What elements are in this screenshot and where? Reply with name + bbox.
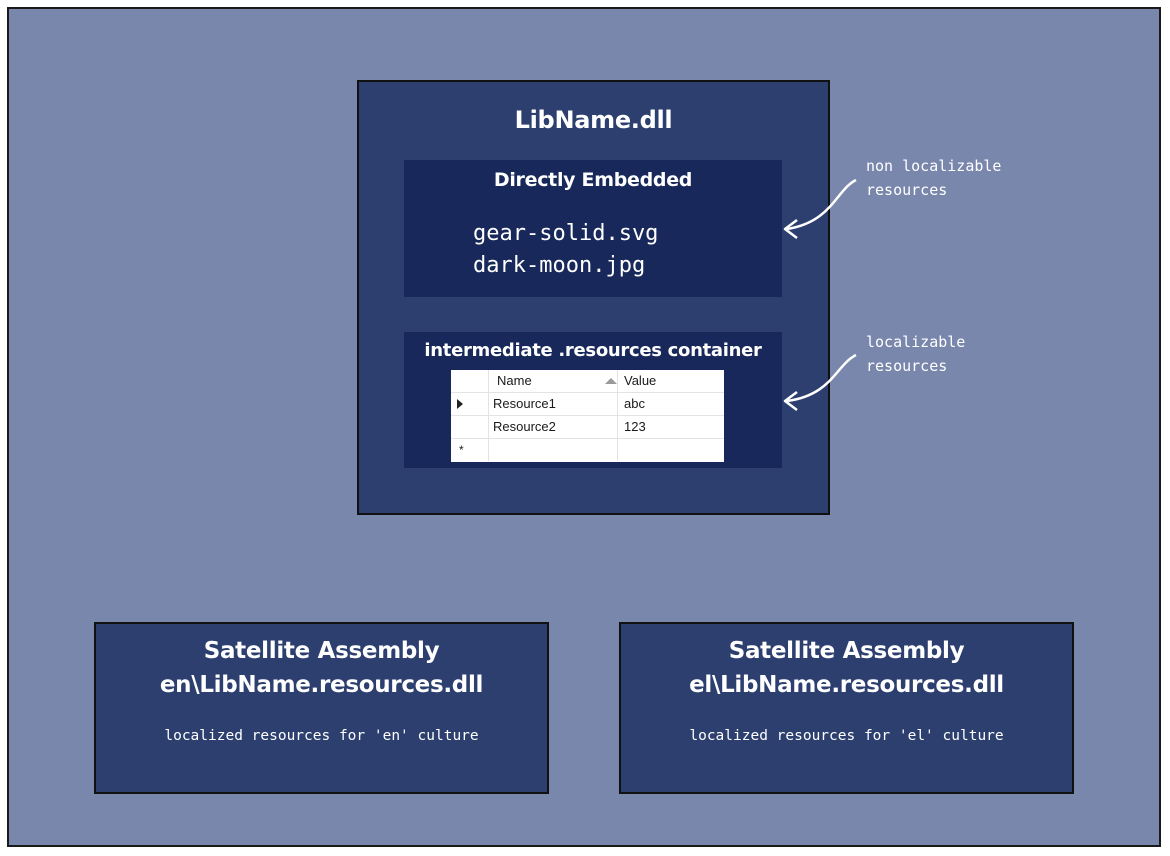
satellite-assembly-en: Satellite Assembly en\LibName.resources.… [94, 622, 549, 794]
localizable-note: localizable resources [866, 333, 966, 375]
resource-name-cell[interactable]: Resource2 [489, 416, 618, 438]
embedded-file-list: gear-solid.svg dark-moon.jpg [473, 218, 658, 282]
new-name-cell[interactable] [489, 439, 618, 461]
embedded-file: gear-solid.svg [473, 221, 659, 246]
resource-name-cell[interactable]: Resource1 [489, 393, 618, 415]
row-header-cell [451, 370, 489, 392]
resource-value-cell[interactable]: abc [624, 396, 645, 411]
new-row-asterisk-icon: * [459, 443, 464, 457]
resources-container-box: intermediate .resources container Name V… [404, 332, 782, 468]
row-header-cell [451, 416, 489, 438]
column-header-name[interactable]: Name [489, 370, 618, 392]
resource-grid: Name Value Resource1 abc Resource2 123 * [451, 370, 724, 462]
satellite-assembly-el: Satellite Assembly el\LibName.resources.… [619, 622, 1074, 794]
new-row[interactable]: * [451, 439, 724, 461]
satellite-description: localized resources for 'en' culture [164, 728, 479, 744]
table-row[interactable]: Resource2 123 [451, 416, 724, 439]
main-assembly-title: LibName.dll [514, 106, 673, 134]
satellite-title: Satellite Assembly el\LibName.resources.… [689, 638, 1004, 698]
satellite-title: Satellite Assembly en\LibName.resources.… [159, 638, 484, 698]
satellite-description: localized resources for 'el' culture [689, 728, 1004, 744]
resource-value-cell[interactable]: 123 [624, 419, 646, 434]
new-value-cell[interactable] [618, 439, 724, 461]
row-header-cell: * [451, 439, 489, 461]
non-localizable-note: non localizable resources [866, 157, 1002, 199]
table-row[interactable]: Resource1 abc [451, 393, 724, 416]
grid-header-row: Name Value [451, 370, 724, 393]
row-header-cell [451, 393, 489, 415]
current-row-pointer-icon [457, 399, 463, 409]
sort-ascending-icon [605, 378, 617, 384]
embedded-resources-box: Directly Embedded gear-solid.svg dark-mo… [404, 160, 782, 297]
resources-container-title: intermediate .resources container [424, 340, 762, 361]
embedded-file: dark-moon.jpg [473, 253, 646, 278]
column-header-value[interactable]: Value [624, 373, 657, 388]
embedded-title: Directly Embedded [493, 169, 693, 191]
